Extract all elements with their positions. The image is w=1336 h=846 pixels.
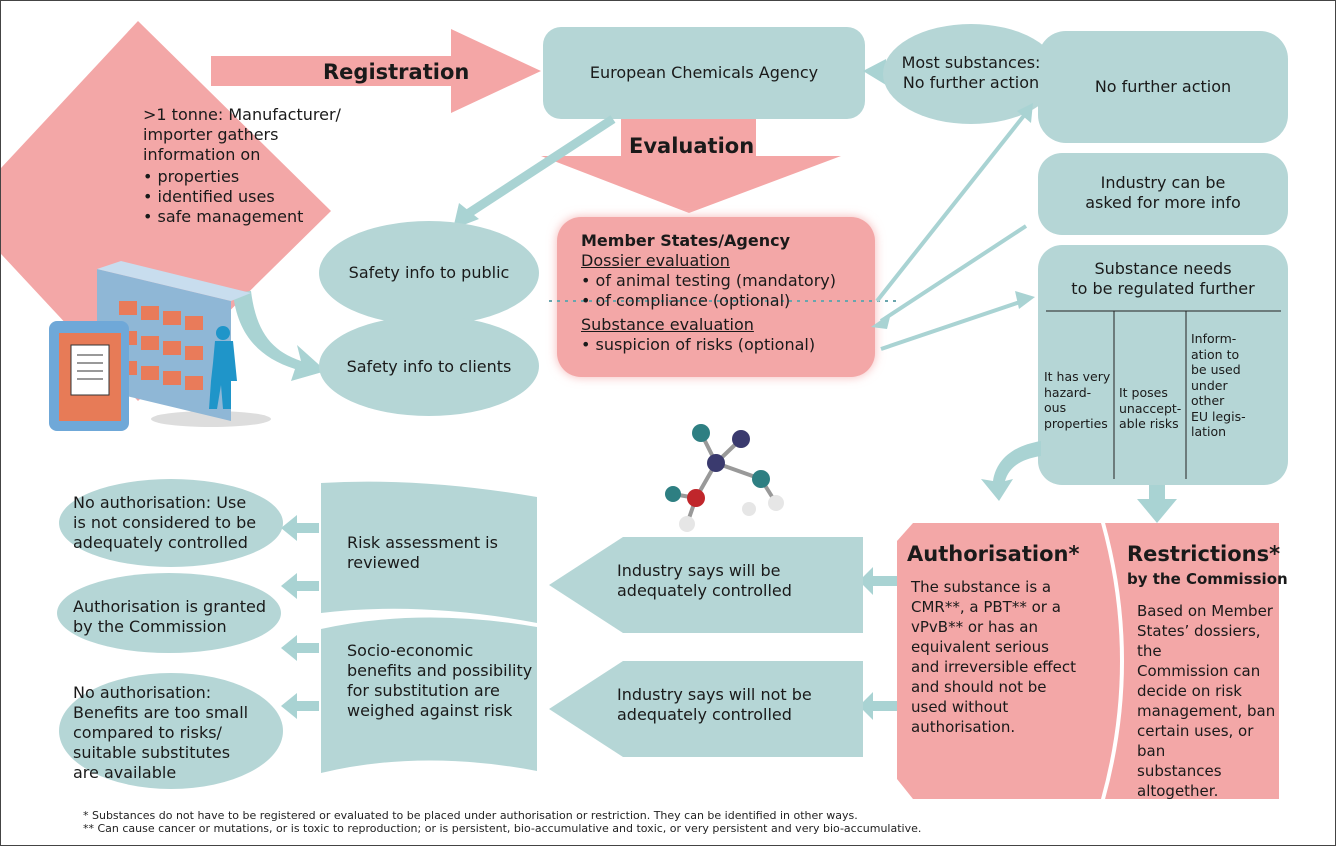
member-states-box <box>557 217 875 377</box>
registration-bullets: • properties • identified uses • safe ma… <box>143 167 303 227</box>
registration-bullet: • properties <box>143 167 240 186</box>
regulated-column-risks: It poses unaccept- able risks <box>1119 385 1182 431</box>
substance-item: • suspicion of risks (optional) <box>581 335 816 354</box>
industry-controlled-text: Industry says will be adequately control… <box>617 561 792 600</box>
most-substances-ellipse <box>883 24 1059 124</box>
no-auth-control-ellipse <box>59 479 283 567</box>
clients-curve-arrow <box>233 291 326 381</box>
most-substances-text: Most substances: No further action <box>901 53 1041 92</box>
industry-not-controlled-shape <box>549 661 863 757</box>
granted-ellipse <box>57 573 281 653</box>
evaluation-heading: Evaluation <box>629 134 755 158</box>
member-states-title: Member States/Agency <box>581 231 791 250</box>
dossier-evaluation-heading: Dossier evaluation <box>581 251 730 270</box>
risk-review-text: Risk assessment is reviewed <box>347 533 498 572</box>
member-states-content: Member States/Agency Dossier evaluation … <box>581 231 871 355</box>
safety-public-ellipse <box>319 221 539 325</box>
restrictions-heading: Restrictions* <box>1127 542 1281 566</box>
no-further-action-label: No further action <box>1094 77 1232 96</box>
registration-text: >1 tonne: Manufacturer/ importer gathers… <box>143 105 341 164</box>
safety-public-label: Safety info to public <box>348 263 510 282</box>
socio-economic-text: Socio-economic benefits and possibility … <box>347 641 533 720</box>
registration-bullet: • identified uses <box>143 187 275 206</box>
molecule-illustration <box>665 424 784 532</box>
agency-label: European Chemicals Agency <box>589 63 819 82</box>
registration-heading: Registration <box>323 60 470 84</box>
regulated-column-other-legislation: Inform- ation to be used under other EU … <box>1191 331 1246 439</box>
no-auth-control-text: No authorisation: Use is not considered … <box>73 493 257 552</box>
registration-arrow <box>211 29 541 113</box>
substance-evaluation-heading: Substance evaluation <box>581 315 754 334</box>
authorisation-text: The substance is a CMR**, a PBT** or a v… <box>911 578 1076 736</box>
agency-box <box>543 27 865 119</box>
granted-text: Authorisation is granted by the Commissi… <box>73 597 267 636</box>
footnote-1: * Substances do not have to be registere… <box>83 809 858 822</box>
no-auth-benefits-text: No authorisation: Benefits are too small… <box>73 683 249 782</box>
regulated-box <box>1038 245 1288 485</box>
authorisation-shape <box>897 523 1120 799</box>
industry-controlled-shape <box>549 537 863 633</box>
regulated-heading: Substance needs to be regulated further <box>1071 259 1255 298</box>
registration-bullet: • safe management <box>143 207 304 226</box>
regulated-column-hazardous: It has very hazard- ous properties <box>1044 369 1111 431</box>
warehouse-illustration <box>49 261 271 431</box>
no-further-action-box <box>1038 31 1288 143</box>
authorisation-heading: Authorisation* <box>907 542 1080 566</box>
socio-economic-shape <box>321 617 537 773</box>
footnote-2: ** Can cause cancer or mutations, or is … <box>83 822 922 835</box>
registration-diamond <box>1 21 331 401</box>
restrictions-shape <box>1103 523 1279 799</box>
dossier-item: • of compliance (optional) <box>581 291 791 310</box>
safety-clients-ellipse <box>319 316 539 416</box>
industry-not-controlled-text: Industry says will not be adequately con… <box>617 685 812 724</box>
safety-clients-label: Safety info to clients <box>346 357 512 376</box>
evaluation-arrow <box>541 119 841 213</box>
industry-asked-text: Industry can be asked for more info <box>1085 173 1241 212</box>
no-auth-benefits-ellipse <box>59 673 283 789</box>
restrictions-text: Based on Member States’ dossiers, the Co… <box>1137 602 1276 800</box>
industry-asked-box <box>1038 153 1288 235</box>
risk-review-shape <box>321 481 537 623</box>
dossier-item: • of animal testing (mandatory) <box>581 271 836 290</box>
restrictions-subheading: by the Commission <box>1127 570 1288 588</box>
